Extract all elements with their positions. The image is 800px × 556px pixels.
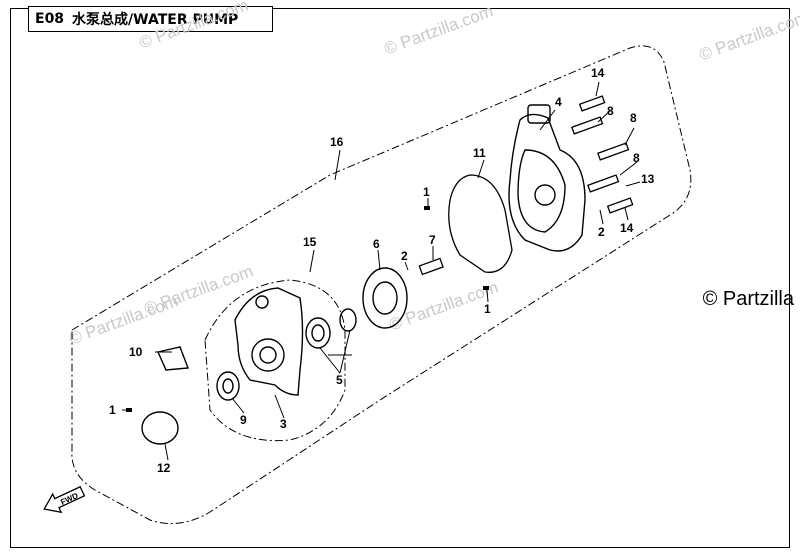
callout-8-mid: 8 xyxy=(630,111,637,125)
partzilla-watermark: © Partzilla xyxy=(702,288,794,310)
o-ring xyxy=(141,411,179,445)
callout-15: 15 xyxy=(303,235,317,249)
callout-10: 10 xyxy=(129,345,143,359)
seal-pair xyxy=(305,308,357,349)
cover-outline xyxy=(204,279,346,442)
diagram-title-box: E08 水泵总成/WATER PUMP xyxy=(28,6,273,32)
callout-14-top: 14 xyxy=(591,66,605,80)
leader-lines xyxy=(122,81,641,461)
callout-4: 4 xyxy=(555,95,562,109)
fwd-arrow-icon: FWD xyxy=(43,485,86,514)
assembly-outline xyxy=(71,45,692,525)
callout-7: 7 xyxy=(429,233,436,247)
triangular-seal xyxy=(157,346,189,371)
diagram-frame xyxy=(10,8,790,548)
callout-16: 16 xyxy=(330,135,344,149)
diagram-code: E08 xyxy=(35,11,65,27)
impeller-bolt xyxy=(418,257,444,276)
dowel-pins xyxy=(126,206,489,412)
impeller xyxy=(362,267,408,329)
bearing xyxy=(216,371,240,401)
fwd-label: FWD xyxy=(59,491,80,507)
callout-6: 6 xyxy=(373,237,380,251)
callout-labels: 1 1 1 2 2 3 4 5 6 7 8 8 8 9 10 11 12 13 … xyxy=(109,66,655,475)
callout-11: 11 xyxy=(473,146,486,160)
callout-1-upper: 1 xyxy=(423,185,430,199)
callout-1-left: 1 xyxy=(109,403,116,417)
callout-2-impeller: 2 xyxy=(401,249,408,263)
callout-14-bottom: 14 xyxy=(620,221,634,235)
callout-5: 5 xyxy=(336,373,343,387)
callout-9: 9 xyxy=(240,413,247,427)
diagram-title: 水泵总成/WATER PUMP xyxy=(72,12,239,28)
callout-2-housing: 2 xyxy=(598,225,605,239)
pump-housing xyxy=(508,104,586,252)
callout-12: 12 xyxy=(157,461,171,475)
pump-cover xyxy=(234,287,304,396)
callout-8-top: 8 xyxy=(607,104,614,118)
housing-bolts xyxy=(571,95,634,214)
callout-8-low: 8 xyxy=(633,151,640,165)
gasket xyxy=(448,174,513,273)
callout-13: 13 xyxy=(641,172,655,186)
callout-3: 3 xyxy=(280,417,287,431)
callout-1-lower: 1 xyxy=(484,302,491,316)
